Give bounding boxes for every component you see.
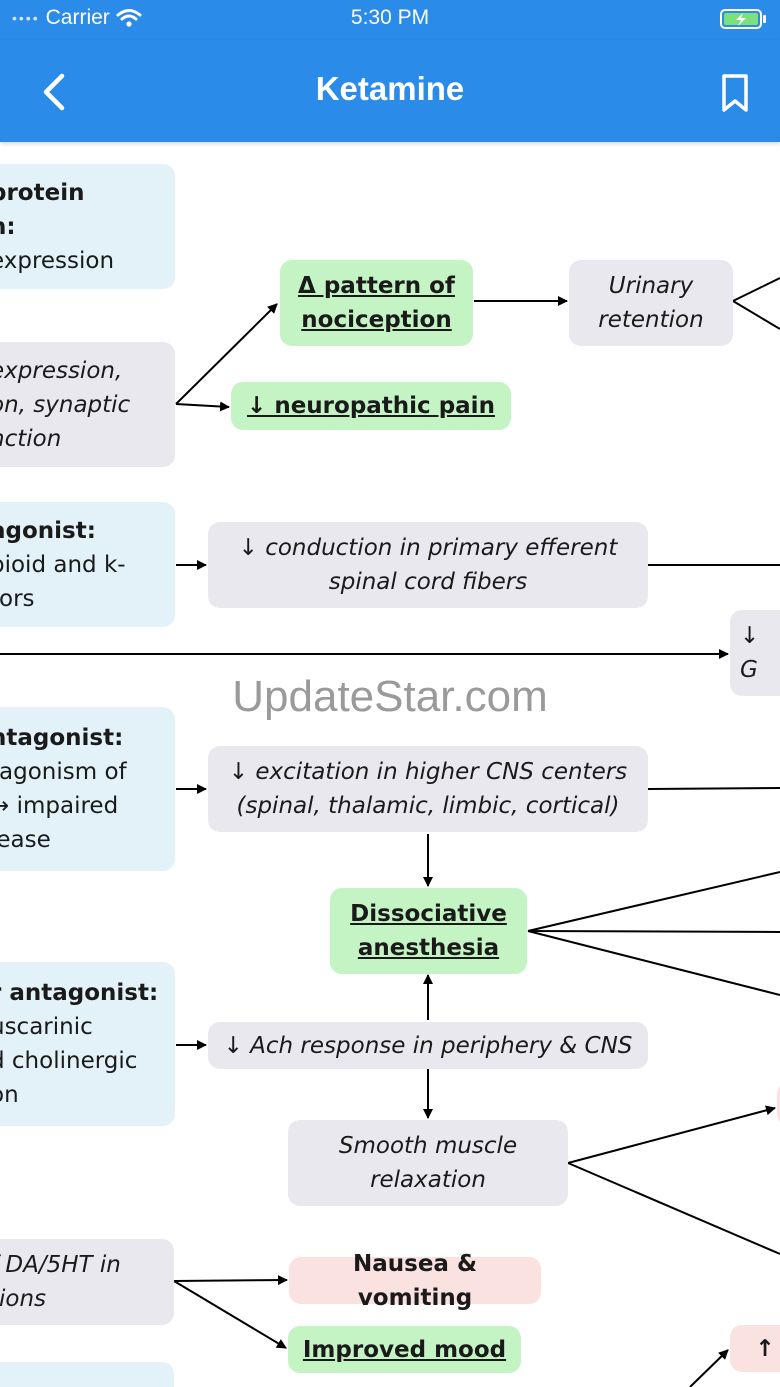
bottom-right-node[interactable]: ↑: [730, 1325, 780, 1372]
opioid-agonist-node[interactable]: agonist: pioid and k- tors: [0, 502, 175, 627]
improved-mood-node[interactable]: Improved mood: [288, 1326, 521, 1373]
wifi-icon: [116, 9, 142, 27]
dissociative-anesthesia-node[interactable]: Dissociative anesthesia: [330, 888, 527, 974]
ach-response-node[interactable]: ↓ Ach response in periphery & CNS: [208, 1022, 648, 1069]
partial-pink-node[interactable]: [777, 1082, 780, 1126]
muscarinic-antagonist-node[interactable]: r antagonist: uscarinic d cholinergic on: [0, 962, 175, 1126]
flowchart-canvas[interactable]: protein n: expression expression, on, sy…: [0, 142, 780, 1387]
status-bar: •••• Carrier 5:30 PM: [0, 0, 780, 40]
bookmark-icon: [722, 74, 748, 112]
partial-bottom-node[interactable]: [0, 1362, 174, 1387]
partial-right-node[interactable]: ↓ G: [730, 610, 780, 696]
chevron-left-icon: [43, 73, 65, 111]
battery-icon: [720, 8, 768, 35]
smooth-muscle-node[interactable]: Smooth muscle relaxation: [288, 1120, 568, 1206]
nociception-pattern-node[interactable]: Δ pattern of nociception: [280, 260, 473, 346]
efferent-conduction-node[interactable]: ↓ conduction in primary efferent spinal …: [208, 522, 648, 608]
bookmark-button[interactable]: [716, 72, 756, 116]
expression-synaptic-node[interactable]: expression, on, synaptic nction: [0, 342, 175, 467]
nausea-vomiting-node[interactable]: Nausea & vomiting: [289, 1251, 541, 1311]
urinary-retention-node[interactable]: Urinary retention: [569, 260, 733, 346]
carrier-label: Carrier: [45, 6, 110, 29]
signal-dots-icon: ••••: [12, 10, 40, 26]
status-time: 5:30 PM: [350, 6, 430, 29]
protein-expression-node[interactable]: protein n: expression: [0, 164, 175, 289]
neuropathic-pain-node[interactable]: ↓ neuropathic pain: [231, 382, 511, 430]
nmda-antagonist-node[interactable]: ntagonist: tagonism of → impaired lease: [0, 707, 175, 871]
navigation-bar: Ketamine: [0, 40, 780, 142]
page-title: Ketamine: [315, 70, 465, 107]
connector-arrows: [0, 277, 780, 1387]
back-button[interactable]: [36, 70, 76, 114]
cns-excitation-node[interactable]: ↓ excitation in higher CNS centers (spin…: [208, 746, 648, 832]
da-5ht-node[interactable]: f DA/5HT in tions: [0, 1239, 174, 1325]
carrier-info: •••• Carrier: [12, 6, 142, 30]
